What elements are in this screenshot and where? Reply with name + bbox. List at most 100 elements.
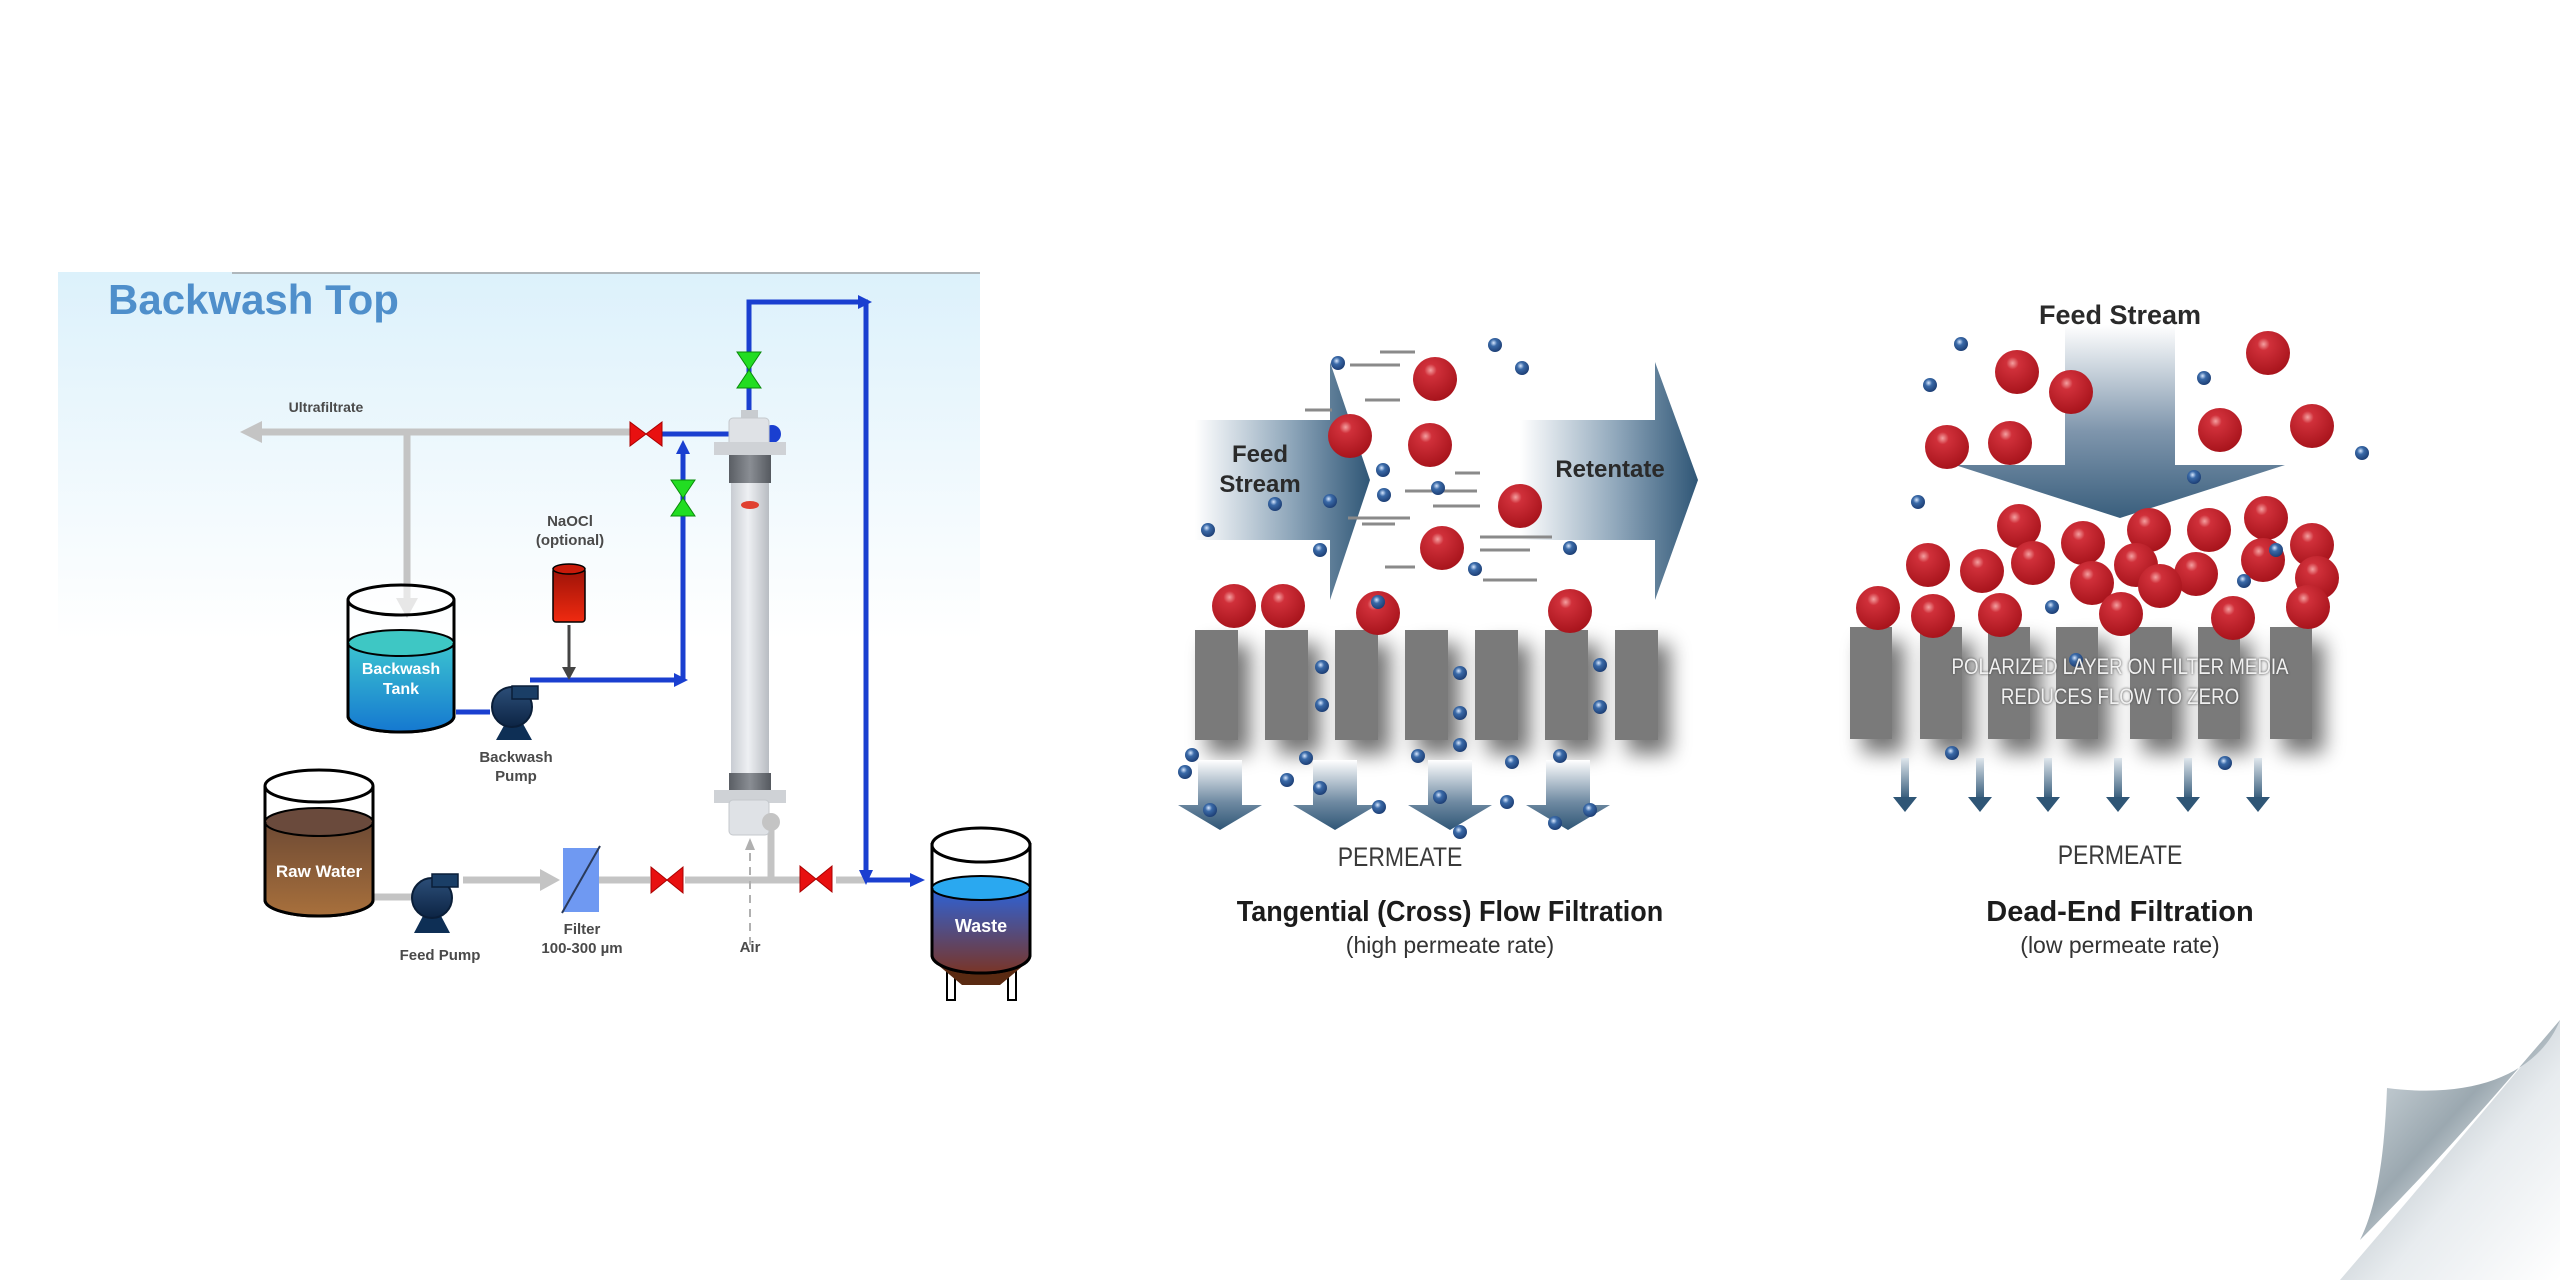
membrane-block	[1920, 627, 1962, 739]
large-particle	[1261, 584, 1305, 628]
membrane-media	[1195, 630, 1658, 740]
air-label: Air	[739, 939, 761, 956]
small-particle	[1453, 825, 1467, 839]
small-particle	[1178, 765, 1192, 779]
small-particle	[1323, 494, 1337, 508]
small-particle	[1453, 666, 1467, 680]
permeate-label: PERMEATE	[1337, 842, 1463, 872]
large-particle	[1408, 423, 1452, 467]
large-particle	[1212, 584, 1256, 628]
small-particle	[1500, 795, 1514, 809]
large-particle	[2138, 564, 2182, 608]
permeate-arrow-icon	[1178, 760, 1262, 830]
small-particle	[1553, 749, 1567, 763]
prefilter	[561, 845, 601, 914]
backwash-tank-label: Backwash Tank	[361, 661, 441, 698]
small-particle	[1313, 543, 1327, 557]
large-particle	[1978, 593, 2022, 637]
small-particle	[2269, 543, 2283, 557]
permeate-arrow-icon	[1893, 797, 1917, 812]
membrane-block	[2056, 627, 2098, 739]
permeate-arrow-shaft	[2044, 758, 2052, 800]
large-particle	[1328, 414, 1372, 458]
membrane-block	[2198, 627, 2240, 739]
cross-flow-subtitle: (high permeate rate)	[1345, 932, 1555, 958]
small-particle	[1945, 746, 1959, 760]
permeate-arrow-icon	[1408, 760, 1492, 830]
cross-flow-filtration-figure: Feed Stream Retentate PERMEATE Tangentia…	[1150, 300, 1750, 980]
permeate-arrows	[1893, 758, 2270, 812]
large-particle	[2070, 561, 2114, 605]
closed-valve-drain[interactable]	[799, 864, 833, 894]
small-particle	[1453, 738, 1467, 752]
small-particle	[1315, 698, 1329, 712]
large-particle	[1906, 543, 1950, 587]
waste-tank	[930, 826, 1032, 1001]
small-particle	[1468, 562, 1482, 576]
small-particle	[1331, 356, 1345, 370]
air-arrow-icon	[745, 838, 755, 850]
large-particle	[1356, 591, 1400, 635]
membrane-block	[1545, 630, 1588, 740]
membrane-block	[2270, 627, 2312, 739]
large-particle	[1856, 586, 1900, 630]
inactive-pipes	[250, 428, 866, 901]
closed-valve-feed[interactable]	[650, 865, 684, 895]
small-particle	[1431, 481, 1445, 495]
small-particle	[1548, 816, 1562, 830]
permeate-arrow-shaft	[2254, 758, 2262, 800]
large-particle	[2049, 370, 2093, 414]
small-particle	[2237, 574, 2251, 588]
diagram-title: Backwash Top	[108, 276, 399, 323]
closed-valve-ultrafiltrate[interactable]	[629, 421, 663, 447]
permeate-arrow-icon	[1526, 760, 1610, 830]
feed-pump	[411, 873, 459, 933]
naocl-canister	[552, 563, 586, 623]
permeate-arrow-shaft	[1976, 758, 1984, 800]
membrane-block	[2130, 627, 2172, 739]
large-particle	[1988, 421, 2032, 465]
dead-end-filtration-figure: Feed Stream POLARIZED LAYER ON FILTER ME…	[1820, 280, 2420, 980]
permeate-arrow-icon	[2246, 797, 2270, 812]
membrane-media	[1850, 627, 2312, 739]
membrane-block	[1195, 630, 1238, 740]
backwash-pump	[491, 685, 539, 740]
large-particle	[2290, 404, 2334, 448]
small-particle	[1299, 751, 1313, 765]
polarized-layer-note: POLARIZED LAYER ON FILTER MEDIA REDUCES …	[1951, 654, 2289, 709]
small-particle	[1315, 660, 1329, 674]
page-curl-corner	[2340, 1020, 2560, 1280]
open-valve-backwash[interactable]	[670, 479, 696, 517]
permeate-arrows	[1178, 760, 1610, 830]
backwash-pump-label: Backwash Pump	[479, 749, 553, 785]
feed-stream-label: Feed Stream	[2038, 300, 2202, 330]
large-particle	[1925, 425, 1969, 469]
large-particle	[1498, 484, 1542, 528]
large-particle	[1997, 504, 2041, 548]
small-particle	[1488, 338, 1502, 352]
large-particle	[2246, 331, 2290, 375]
dead-end-title: Dead-End Filtration	[1986, 896, 2254, 928]
membrane-block	[1475, 630, 1518, 740]
small-particle	[1268, 497, 1282, 511]
small-particle	[1563, 541, 1577, 555]
raw-water-label: Raw Water	[275, 862, 363, 881]
open-valve-top[interactable]	[736, 351, 762, 389]
retentate-label: Retentate	[1555, 456, 1665, 483]
small-particle	[2069, 653, 2083, 667]
small-particle	[1593, 658, 1607, 672]
permeate-arrow-shaft	[1901, 758, 1909, 800]
naocl-arrow-icon	[562, 667, 576, 680]
membrane-block	[1335, 630, 1378, 740]
large-particle	[2127, 508, 2171, 552]
small-particle	[1371, 595, 1385, 609]
waste-inlet-arrow-icon	[910, 873, 925, 887]
large-particle	[2290, 523, 2334, 567]
dead-end-illustration	[1850, 325, 2369, 812]
particles	[1856, 331, 2369, 770]
feed-stream-arrow-icon	[1955, 325, 2285, 518]
raw-water-tank	[263, 768, 375, 918]
small-particle	[1313, 781, 1327, 795]
permeate-arrow-shaft	[2184, 758, 2192, 800]
large-particle	[2099, 592, 2143, 636]
